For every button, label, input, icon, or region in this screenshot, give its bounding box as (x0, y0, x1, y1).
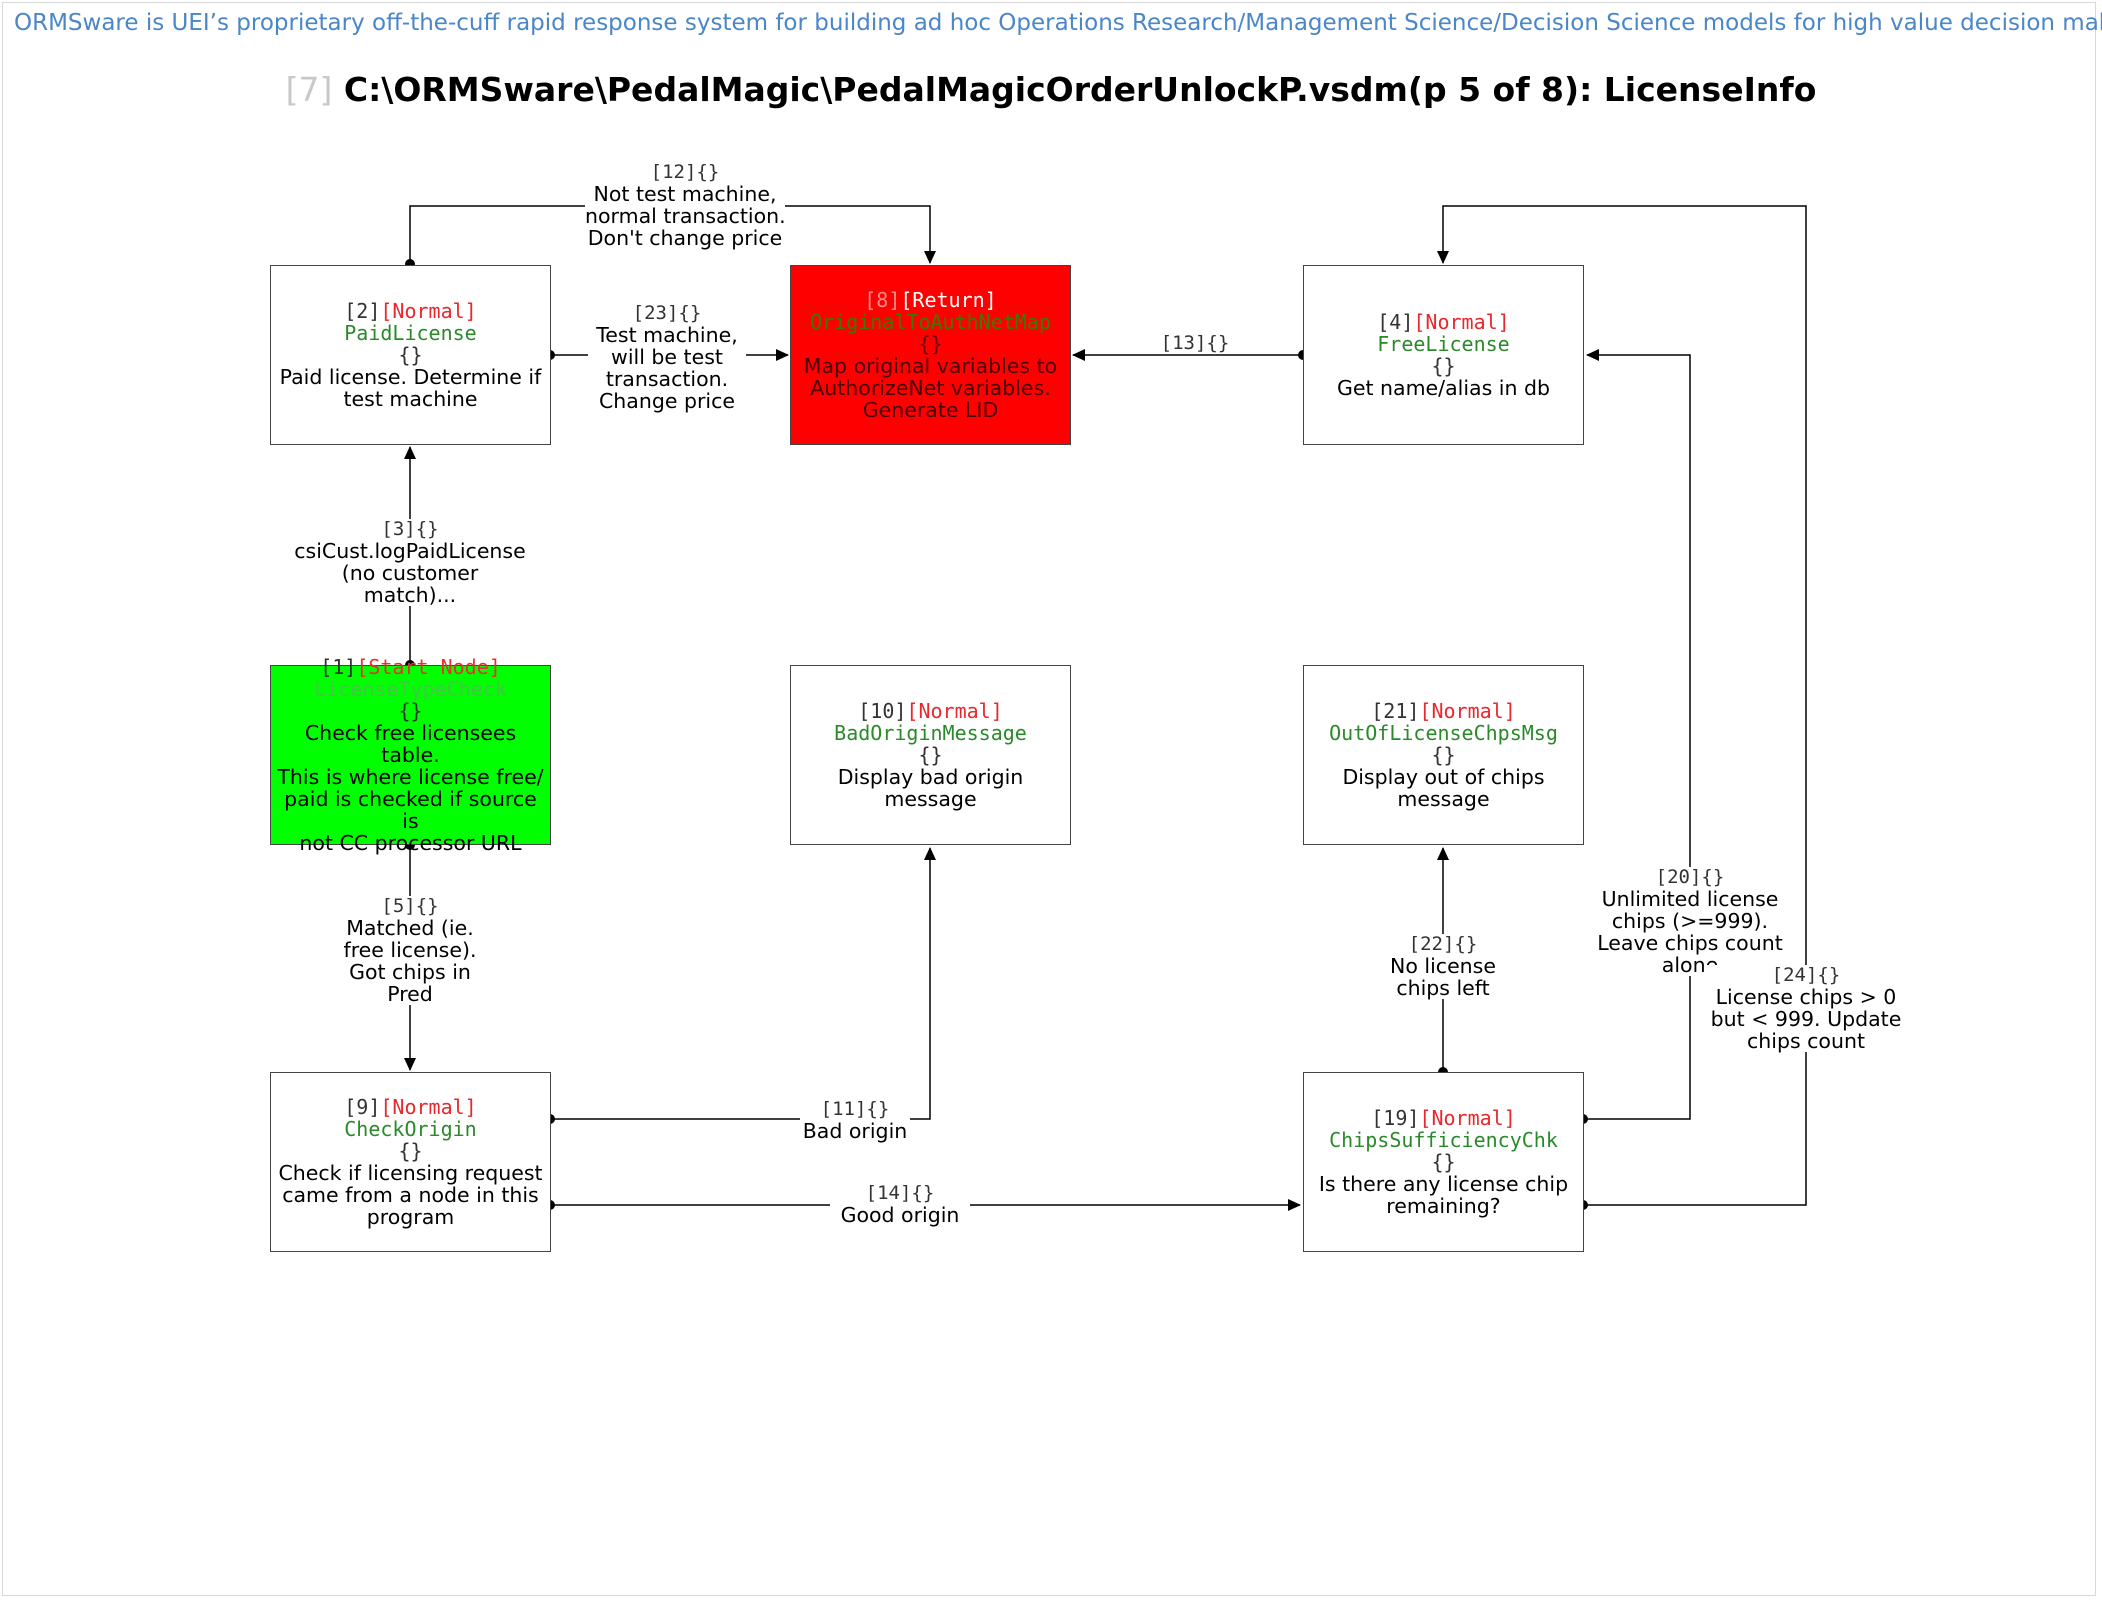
node-2-paid-license[interactable]: [2][Normal] PaidLicense {} Paid license.… (270, 265, 551, 445)
node-description: Get name/alias in db (1336, 376, 1551, 400)
page-title-text: C:\ORMSware\PedalMagic\PedalMagicOrderUn… (343, 70, 1817, 109)
node-id: [9] (344, 1095, 381, 1119)
node-type: [Normal] (380, 299, 477, 323)
edge-23-label: [23]{} Test machine, will be test transa… (588, 303, 746, 412)
edge-13-label: [13]{} (1155, 333, 1235, 354)
edge-12-label: [12]{} Not test machine, normal transact… (585, 161, 786, 250)
node-braces: {} (918, 743, 943, 767)
node-name: PaidLicense (344, 321, 477, 345)
node-type: [Normal] (1419, 699, 1516, 723)
banner-text: ORMSware is UEI’s proprietary off-the-cu… (14, 10, 2102, 36)
edge-11-line[interactable] (550, 847, 936, 1120)
node-type: [Start Node] (356, 655, 501, 679)
node-braces: {} (1431, 743, 1456, 767)
node-name: OriginalToAuthNetMap (810, 310, 1051, 334)
node-id: [10] (858, 699, 907, 723)
node-name: CheckOrigin (344, 1117, 477, 1141)
node-name: LicenseTypeCheck (314, 677, 507, 701)
node-9-check-origin[interactable]: [9][Normal] CheckOrigin {} Check if lice… (270, 1072, 551, 1252)
node-name: ChipsSufficiencyChk (1329, 1128, 1558, 1152)
node-braces: {} (398, 1139, 423, 1163)
node-8-original-to-auth-net-map[interactable]: [8][Return] OriginalToAuthNetMap {} Map … (790, 265, 1071, 445)
node-4-free-license[interactable]: [4][Normal] FreeLicense {} Get name/alia… (1303, 265, 1584, 445)
edge-11-label: [11]{} Bad origin (800, 1099, 910, 1142)
node-1-license-type-check[interactable]: [1][Start Node] LicenseTypeCheck {} Chec… (270, 656, 551, 854)
edge-20-line[interactable] (1583, 349, 1691, 1120)
edge-14-label: [14]{} Good origin (830, 1183, 970, 1226)
node-name: FreeLicense (1377, 332, 1510, 356)
node-id: [8] (864, 288, 901, 312)
edge-24-label: [24]{} License chips > 0 but < 999. Upda… (1706, 965, 1906, 1052)
node-id: [21] (1371, 699, 1420, 723)
node-name: BadOriginMessage (834, 721, 1027, 745)
node-id: [1] (320, 655, 357, 679)
node-braces: {} (398, 699, 423, 723)
edge-3-label: [3]{} csiCust.logPaidLicense (no custome… (290, 519, 530, 606)
page-tag: [7] (285, 70, 333, 109)
node-type: [Normal] (380, 1095, 477, 1119)
node-type: [Normal] (906, 699, 1003, 723)
edge-20-label: [20]{} Unlimited license chips (>=999). … (1590, 867, 1790, 976)
node-name: OutOfLicenseChpsMsg (1329, 721, 1558, 745)
node-id: [4] (1377, 310, 1414, 334)
edge-24-line[interactable] (1437, 205, 1807, 1206)
node-10-bad-origin-message[interactable]: [10][Normal] BadOriginMessage {} Display… (790, 665, 1071, 845)
edge-22-label: [22]{} No license chips left (1373, 934, 1513, 999)
node-type: [Return] (900, 288, 997, 312)
node-braces: {} (1431, 1150, 1456, 1174)
node-19-chips-sufficiency-chk[interactable]: [19][Normal] ChipsSufficiencyChk {} Is t… (1303, 1072, 1584, 1252)
page-title: [7] C:\ORMSware\PedalMagic\PedalMagicOrd… (0, 70, 2102, 109)
node-braces: {} (398, 343, 423, 367)
node-description: Display bad origin message (837, 765, 1024, 811)
node-type: [Normal] (1413, 310, 1510, 334)
node-braces: {} (1431, 354, 1456, 378)
node-description: Check free licensees table.This is where… (277, 721, 544, 855)
node-id: [19] (1371, 1106, 1420, 1130)
node-21-out-of-license-chips-msg[interactable]: [21][Normal] OutOfLicenseChpsMsg {} Disp… (1303, 665, 1584, 845)
node-id: [2] (344, 299, 381, 323)
node-braces: {} (918, 332, 943, 356)
edge-5-label: [5]{} Matched (ie. free license). Got ch… (330, 896, 490, 1005)
node-type: [Normal] (1419, 1106, 1516, 1130)
